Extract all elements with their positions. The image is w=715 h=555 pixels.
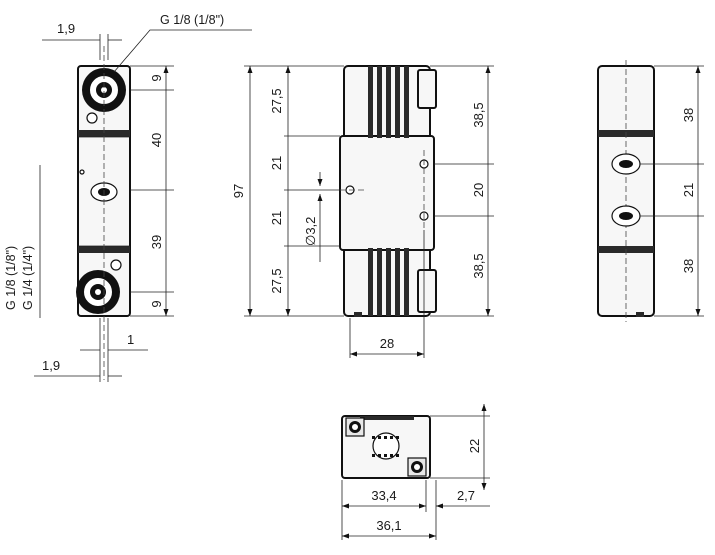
dim-1: 1 xyxy=(127,332,134,347)
dim-9-bottom: 9 xyxy=(149,300,164,307)
dim-33-4: 33,4 xyxy=(371,488,396,503)
bottom-port-fitting xyxy=(76,270,120,314)
dim-97: 97 xyxy=(231,184,246,198)
front-view: 97 27,5 21 21 27,5 ∅3,2 38,5 20 38,5 28 xyxy=(231,65,494,358)
left-view: 1,9 G 1/8 (1/8") 9 40 39 9 G 1/8 (1/8") … xyxy=(4,13,252,382)
dim-38-top: 38 xyxy=(681,108,696,122)
dim-21-top: 21 xyxy=(269,156,284,170)
dim-20: 20 xyxy=(471,183,486,197)
dim-38-bottom: 38 xyxy=(681,259,696,273)
dim-36-1: 36,1 xyxy=(376,518,401,533)
dim-hole-diameter: ∅3,2 xyxy=(303,217,318,246)
bottom-view: 22 33,4 2,7 36,1 xyxy=(341,404,490,540)
dim-38-5-bottom: 38,5 xyxy=(471,253,486,278)
thread-bottom-label-2: G 1/4 (1/4") xyxy=(21,246,35,310)
thread-bottom-label-1: G 1/8 (1/8") xyxy=(4,246,18,310)
dim-22: 22 xyxy=(467,439,482,453)
dim-9-top: 9 xyxy=(149,74,164,81)
dim-bottom-offset: 1,9 xyxy=(42,358,60,373)
thread-top-label: G 1/8 (1/8") xyxy=(160,13,224,27)
dim-21-bottom: 21 xyxy=(269,211,284,225)
dim-39: 39 xyxy=(149,235,164,249)
side-view: 38 21 38 xyxy=(597,60,704,322)
dim-27-5-bottom: 27,5 xyxy=(269,268,284,293)
dim-top-offset: 1,9 xyxy=(57,21,75,36)
dim-27-5-top: 27,5 xyxy=(269,88,284,113)
bottom-hatch-marks xyxy=(372,436,399,457)
dim-38-5-top: 38,5 xyxy=(471,102,486,127)
top-fins xyxy=(368,66,409,138)
bottom-fins xyxy=(368,248,409,316)
dim-40: 40 xyxy=(149,133,164,147)
dim-28: 28 xyxy=(380,336,394,351)
dim-21-side: 21 xyxy=(681,183,696,197)
dim-2-7: 2,7 xyxy=(457,488,475,503)
